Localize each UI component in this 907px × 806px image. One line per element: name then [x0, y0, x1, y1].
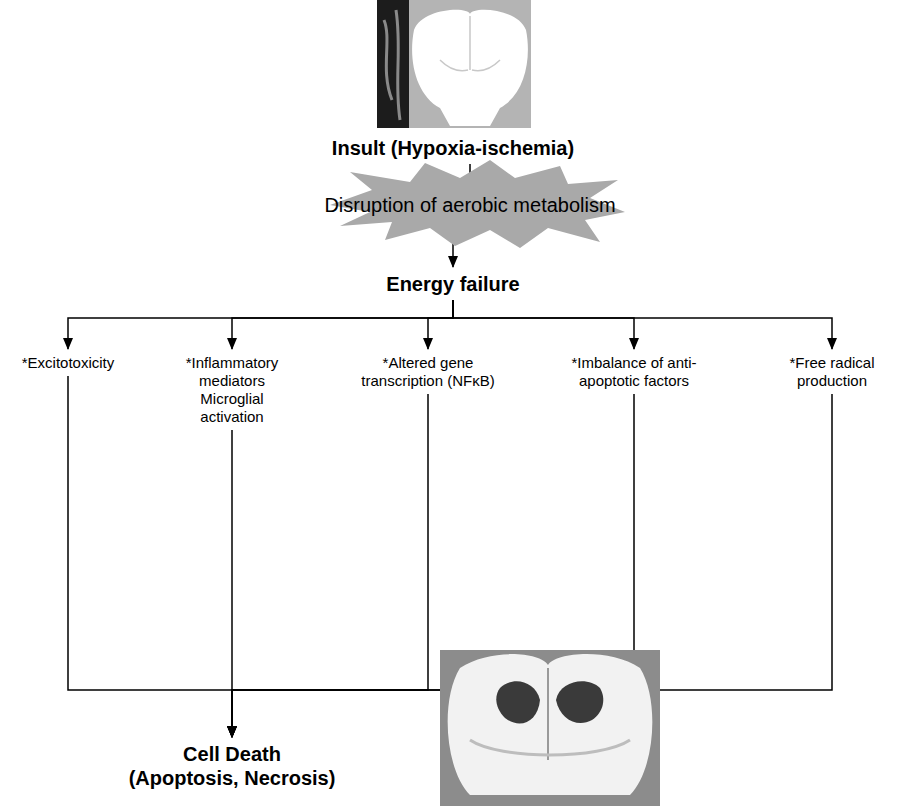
mechanism-item: *Inflammatory mediators Microglial activ… — [170, 352, 294, 428]
flow-arrow — [453, 300, 832, 349]
node-text: Insult (Hypoxia-ischemia) — [297, 136, 609, 160]
brain-scan-top — [377, 0, 531, 128]
node-text: *Imbalance of anti-apoptotic factors — [558, 354, 710, 390]
node-text: *Inflammatory mediators Microglial activ… — [174, 354, 290, 426]
node-text: *Free radical production — [774, 354, 890, 390]
node-text: (Apoptosis, Necrosis) — [111, 766, 353, 790]
brain-scan-bottom — [440, 650, 660, 806]
mechanism-item: *Free radical production — [770, 352, 894, 392]
node-text: *Excitotoxicity — [10, 354, 126, 372]
flow-arrow — [428, 300, 453, 349]
process-label: Disruption of aerobic metabolism — [305, 191, 635, 219]
node-text: Energy failure — [347, 272, 559, 296]
outcome-label: Cell Death(Apoptosis, Necrosis) — [107, 740, 357, 792]
mechanism-item: *Imbalance of anti-apoptotic factors — [554, 352, 714, 392]
node-text: Cell Death — [111, 742, 353, 766]
flow-arrow — [232, 300, 453, 349]
flow-arrow — [453, 300, 634, 349]
insult-label: Insult (Hypoxia-ischemia) — [293, 134, 613, 162]
mechanism-item: *Excitotoxicity — [6, 352, 130, 374]
flow-arrow — [68, 376, 232, 737]
flow-arrow — [232, 394, 634, 737]
process-label: Energy failure — [343, 270, 563, 298]
node-text: *Altered gene transcription (NFκB) — [357, 354, 499, 390]
node-text: Disruption of aerobic metabolism — [309, 193, 631, 217]
flow-arrow — [68, 300, 453, 349]
mechanism-item: *Altered gene transcription (NFκB) — [353, 352, 503, 392]
flow-arrow — [232, 394, 428, 737]
